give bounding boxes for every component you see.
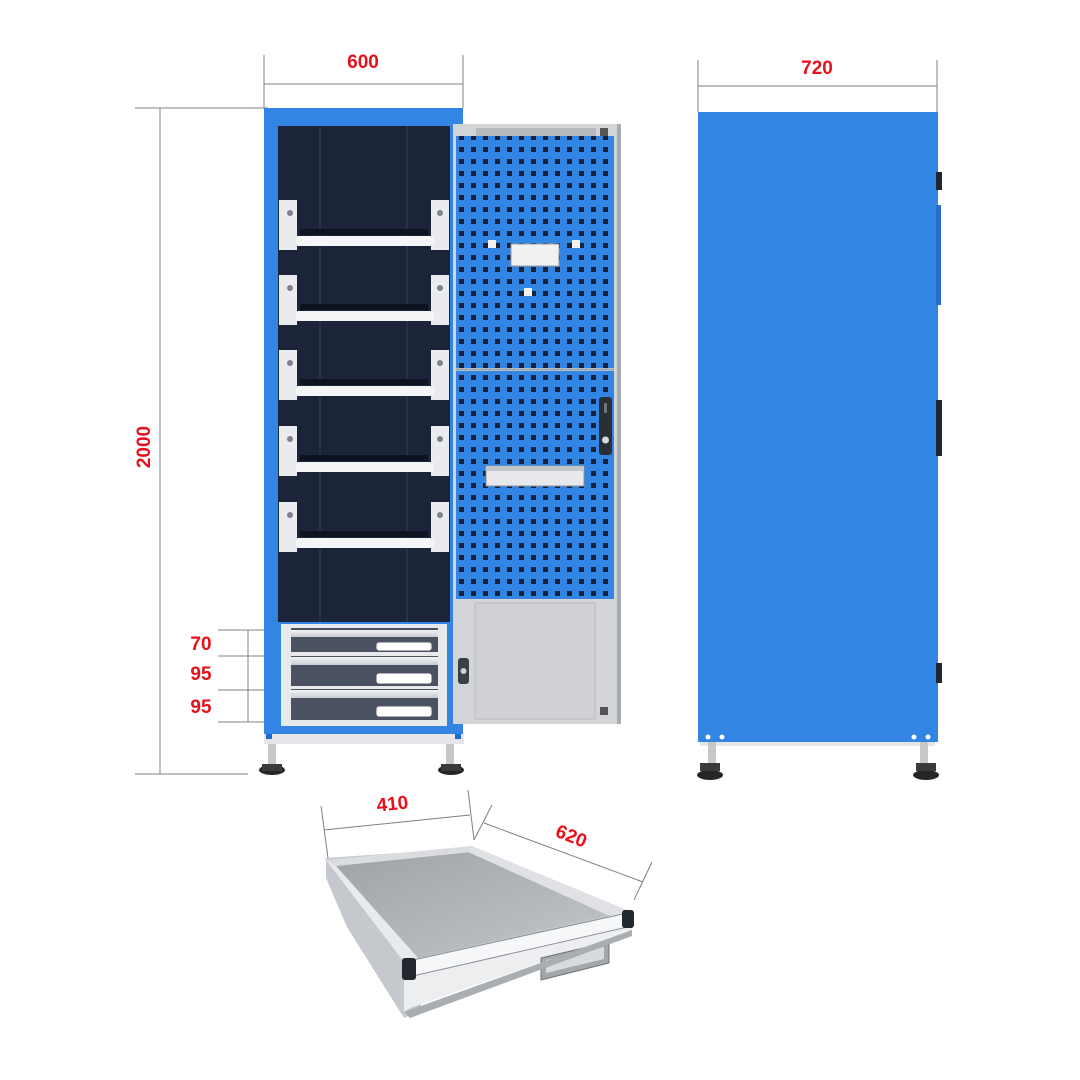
open-door-panel [453, 124, 621, 724]
dim-drawer-top-label: 70 [190, 634, 211, 655]
dim-width-label: 600 [347, 52, 379, 73]
tool-holder-rails [279, 200, 449, 552]
drawer-detail [326, 846, 634, 1018]
dim-drawer-middle-label: 95 [190, 664, 212, 685]
tool-holder-rail [279, 426, 449, 476]
dimension-lines [135, 55, 938, 901]
front-drawers [291, 628, 438, 720]
cabinet-legs-front [259, 732, 464, 775]
dim-height-label: 2000 [134, 426, 155, 468]
tool-holder-rail [279, 502, 449, 552]
dim-depth-label: 720 [801, 58, 833, 79]
cabinet-front-view [259, 108, 621, 775]
tool-holder-rail [279, 275, 449, 325]
dim-drawer-depth-label: 620 [552, 821, 589, 852]
dim-drawer-bottom-label: 95 [190, 697, 212, 718]
tool-holder-rail [279, 350, 449, 400]
cabinet-side-panel [698, 112, 938, 742]
tool-holder-rail [279, 200, 449, 250]
cabinet-side-view [697, 112, 942, 780]
dim-drawer-width-label: 410 [376, 792, 410, 816]
